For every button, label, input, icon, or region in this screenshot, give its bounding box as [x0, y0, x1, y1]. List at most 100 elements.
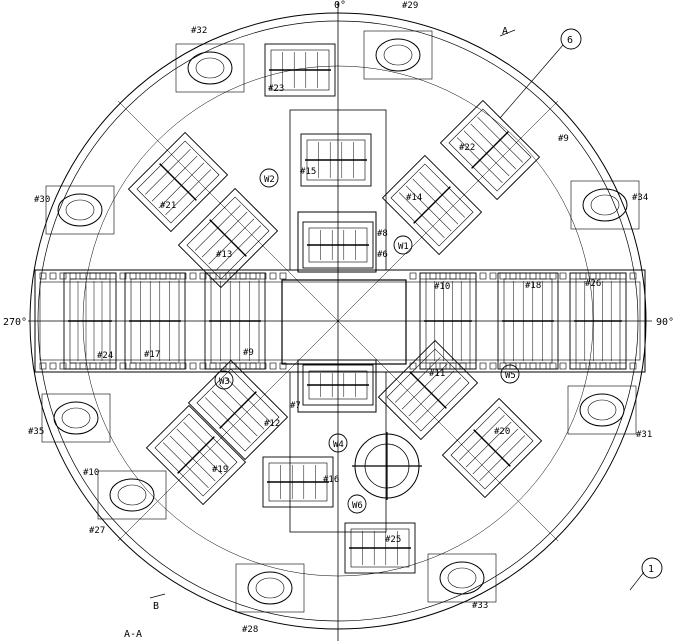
cutter-8: #8: [377, 229, 388, 239]
arm-tick: [499, 272, 507, 280]
arm-tick: [429, 272, 437, 280]
arm-tick: [129, 362, 137, 370]
cutter-20: #20: [494, 427, 510, 437]
wear-detector-w3: [214, 370, 234, 390]
arm-tick: [579, 362, 587, 370]
arm-tick: [419, 272, 427, 280]
arm-tick: [169, 362, 177, 370]
arm-tick: [489, 362, 497, 370]
arm-tick: [609, 272, 617, 280]
spoke-diagonal-b: [117, 100, 559, 542]
wear-w3-label: W3: [219, 377, 230, 387]
balloon-6-label: 6: [567, 35, 573, 46]
arm-tick: [439, 272, 447, 280]
cutter-housing: [377, 339, 479, 441]
arm-tick: [159, 272, 167, 280]
cutter-housing: [381, 154, 483, 256]
gauge-cutter: [570, 180, 640, 230]
arm-tick: [209, 272, 217, 280]
arm-tick: [409, 362, 417, 370]
wear-detector-w4: [328, 433, 348, 453]
angle-0: 0°: [334, 0, 346, 11]
cutter-11: #11: [429, 369, 445, 379]
wear-w2-label: W2: [264, 175, 275, 185]
arm-tick: [549, 362, 557, 370]
wear-w6-label: W6: [352, 501, 363, 511]
arm-tick: [189, 272, 197, 280]
arm-tick: [449, 362, 457, 370]
cutter-housing: [145, 404, 247, 506]
arm-tick: [169, 272, 177, 280]
arm-tick: [199, 362, 207, 370]
cutter-6: #6: [377, 250, 388, 260]
arm-tick: [569, 362, 577, 370]
cutter-housing: [264, 43, 336, 97]
arm-tick: [459, 362, 467, 370]
arm-tick: [429, 362, 437, 370]
arm-tick: [49, 362, 57, 370]
arm-tick: [49, 272, 57, 280]
leader-6: [499, 44, 564, 119]
cutter-housing: [302, 364, 374, 406]
arm-tick: [109, 362, 117, 370]
arm-tick: [619, 272, 627, 280]
arm-tick: [419, 362, 427, 370]
arm-tick: [509, 272, 517, 280]
gauge-33: #33: [472, 601, 488, 611]
gauge-29: #29: [402, 1, 418, 11]
arm-tick: [39, 272, 47, 280]
gauge-cutter: [175, 43, 245, 93]
arm-tick: [529, 362, 537, 370]
gauge-34: #34: [632, 193, 648, 203]
arm-tick: [599, 272, 607, 280]
wear-w1-label: W1: [398, 242, 409, 252]
arm-tick: [519, 362, 527, 370]
arm-tick: [249, 362, 257, 370]
cutter-26: #26: [585, 279, 601, 289]
arm-tick: [479, 272, 487, 280]
arm-tick: [109, 272, 117, 280]
arm-tick: [619, 362, 627, 370]
wear-detector-w5: [500, 364, 520, 384]
cutter-housing: [127, 131, 229, 233]
arm-tick: [249, 272, 257, 280]
arm-tick: [129, 272, 137, 280]
arm-tick: [529, 272, 537, 280]
arm-tick: [269, 272, 277, 280]
arm-tick: [79, 362, 87, 370]
arm-tick: [469, 362, 477, 370]
arm-tick: [599, 362, 607, 370]
arm-tick: [159, 362, 167, 370]
wear-w5-label: W5: [505, 371, 516, 381]
arm-tick: [559, 272, 567, 280]
arm-tick: [139, 272, 147, 280]
cutter-24: #24: [97, 351, 113, 361]
arm-tick: [59, 272, 67, 280]
gauge-cutter: [97, 470, 167, 520]
arm-tick: [219, 272, 227, 280]
arm-tick: [139, 362, 147, 370]
arm-tick: [89, 272, 97, 280]
cutter-housing: [441, 397, 543, 499]
arm-tick: [149, 272, 157, 280]
gauge-cutter: [41, 393, 111, 443]
gauge-cutter: [45, 185, 115, 235]
cutter-23: #23: [268, 84, 284, 94]
arm-tick: [89, 362, 97, 370]
arm-tick: [629, 362, 637, 370]
cutter-12: #12: [264, 419, 280, 429]
arm-tick: [209, 362, 217, 370]
vertical-spoke-lower: [289, 371, 387, 533]
cutter-housing: [344, 522, 416, 574]
wear-w4-label: W4: [333, 440, 344, 450]
arm-tick: [229, 272, 237, 280]
arm-tick: [609, 362, 617, 370]
arm-tick: [259, 362, 267, 370]
cutter-16: #16: [323, 475, 339, 485]
cutter-18: #18: [525, 281, 541, 291]
cutter-housing: [419, 272, 477, 370]
cutter-housing: [497, 272, 559, 370]
vertical-spoke-upper: [289, 109, 387, 271]
angle-270: 270°: [3, 317, 27, 328]
nozzle-10: #10: [83, 468, 99, 478]
